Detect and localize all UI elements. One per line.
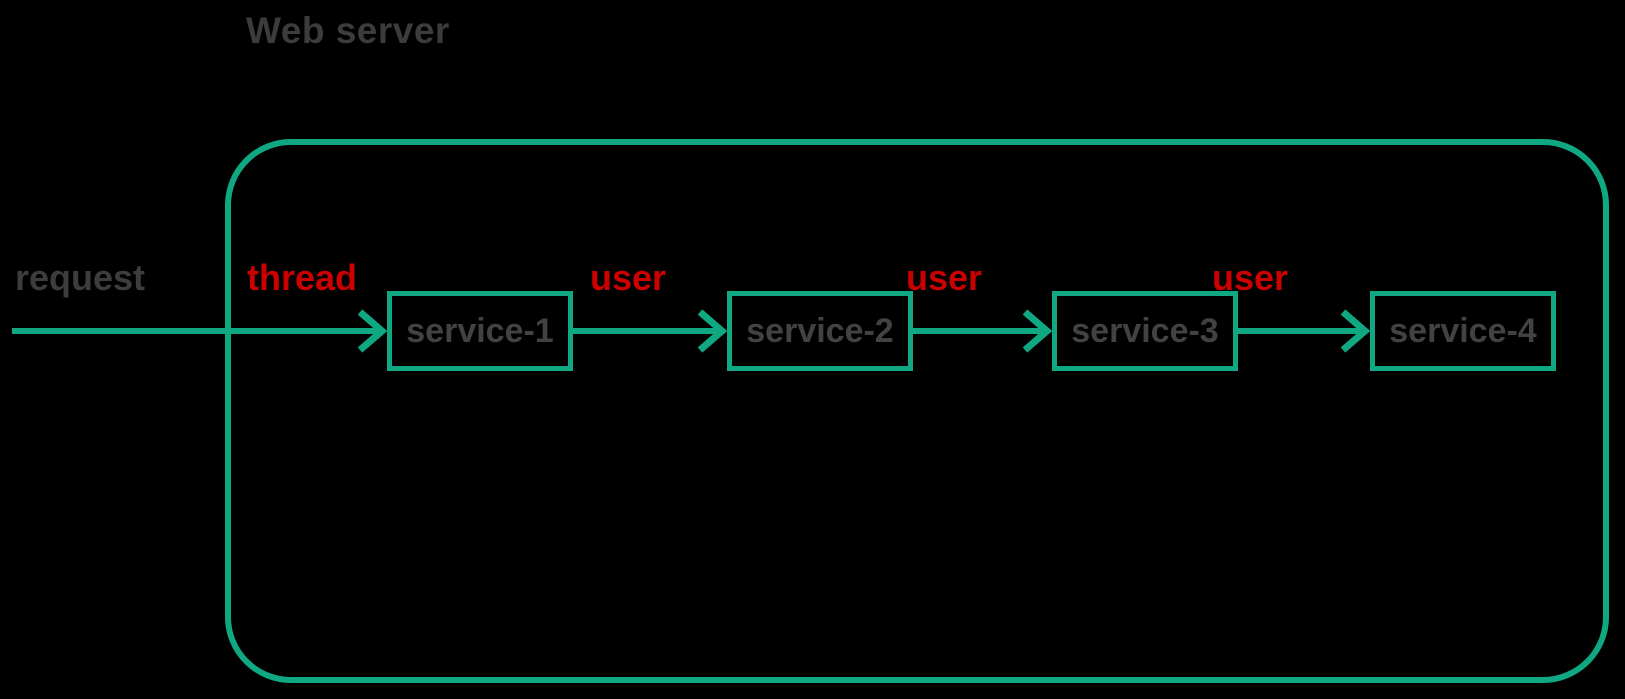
service-2-label: service-2: [746, 311, 894, 350]
user-label-2: user: [906, 257, 983, 298]
service-4-label: service-4: [1389, 311, 1537, 350]
web-server-title: Web server: [246, 10, 450, 51]
thread-label: thread: [247, 257, 358, 298]
service-2-box: service-2: [727, 291, 913, 371]
service-3-label: service-3: [1071, 311, 1219, 350]
service-1-label: service-1: [406, 311, 554, 350]
service-3-box: service-3: [1052, 291, 1238, 371]
web-server-container: [225, 139, 1609, 683]
user-label-1: user: [590, 257, 667, 298]
service-1-box: service-1: [387, 291, 573, 371]
request-label: request: [15, 257, 146, 298]
service-4-box: service-4: [1370, 291, 1556, 371]
